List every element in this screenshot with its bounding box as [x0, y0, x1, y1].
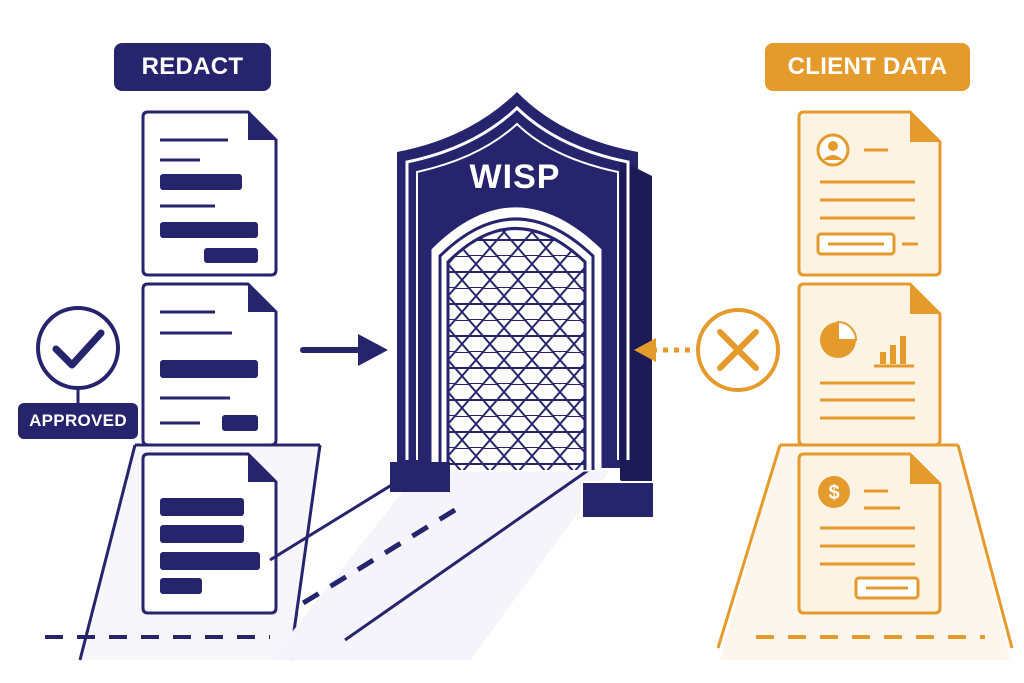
approved-marker [36, 306, 120, 405]
gate-title: WISP [469, 158, 561, 196]
checkmark-circle-icon [36, 306, 120, 390]
pie-bar-chart-icon [820, 320, 914, 368]
redact-label: REDACT [114, 43, 271, 91]
client-document-1 [797, 110, 942, 277]
dollar-icon: $ [818, 476, 850, 508]
client-document-3: $ [797, 452, 942, 615]
user-avatar-icon [816, 133, 850, 167]
redact-document-1 [141, 110, 278, 277]
blocked-arrow [634, 338, 690, 362]
wisp-gate [390, 92, 655, 519]
redact-document-3 [141, 452, 278, 615]
road [269, 460, 610, 660]
rejected-marker [696, 308, 780, 392]
redact-document-2 [141, 282, 278, 447]
client-document-2 [797, 282, 942, 447]
allowed-arrow [300, 334, 388, 366]
client-data-label: CLIENT DATA [765, 43, 970, 91]
approved-label: APPROVED [18, 403, 138, 439]
svg-text:$: $ [828, 482, 839, 504]
